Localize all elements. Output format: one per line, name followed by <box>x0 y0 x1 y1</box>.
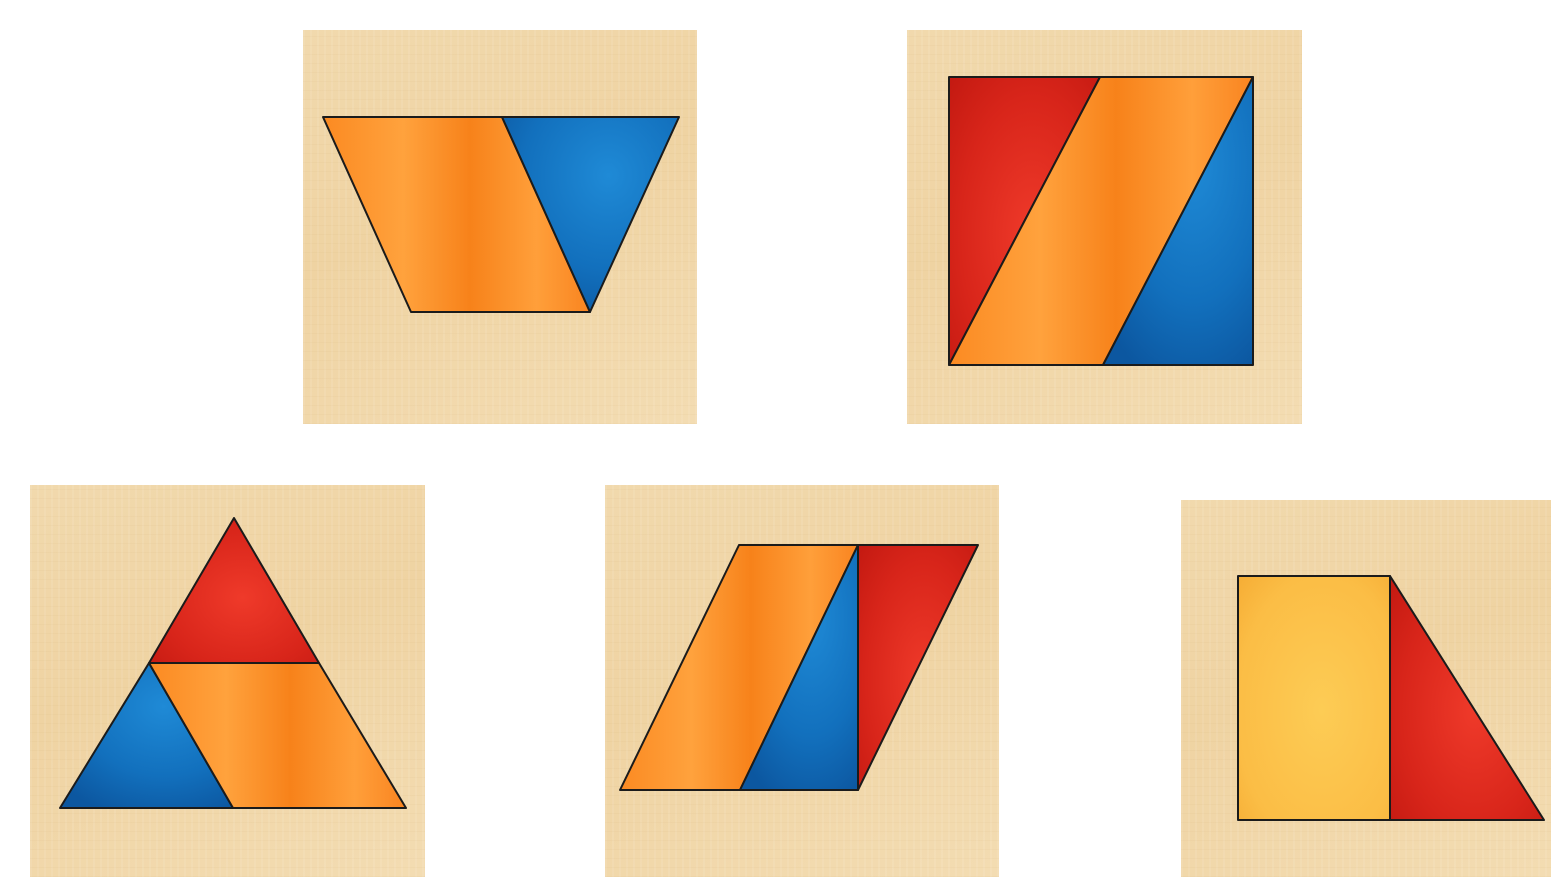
puzzle-board-rectangle <box>907 30 1302 424</box>
red-triangle-piece[interactable] <box>858 545 978 790</box>
trapezoid-figure <box>303 30 697 424</box>
large-parallelogram-figure <box>605 485 999 877</box>
puzzle-board-large-triangle <box>30 485 425 877</box>
puzzle-board-large-parallelogram <box>605 485 999 877</box>
puzzle-board-right-trapezoid <box>1181 500 1551 877</box>
large-triangle-figure <box>30 485 425 877</box>
right-trapezoid-figure <box>1181 500 1551 877</box>
yellow-rectangle-piece[interactable] <box>1238 576 1390 820</box>
red-triangle-piece[interactable] <box>149 518 319 663</box>
rectangle-figure <box>907 30 1302 424</box>
red-triangle-piece[interactable] <box>1390 576 1544 820</box>
puzzle-board-trapezoid <box>303 30 697 424</box>
